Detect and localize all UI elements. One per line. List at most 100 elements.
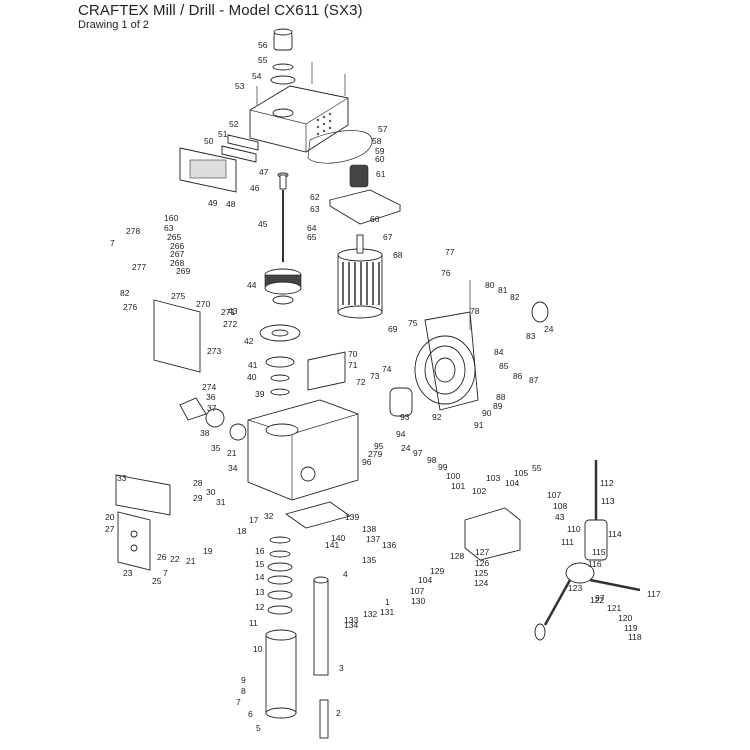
part-number-label: 21 [227, 448, 237, 458]
part-number-label: 110 [567, 524, 581, 534]
part-number-label: 75 [408, 318, 418, 328]
part-number-label: 108 [553, 501, 567, 511]
part-number-label: 278 [126, 226, 140, 236]
part-number-label: 135 [362, 555, 376, 565]
part-number-label: 24 [401, 443, 411, 453]
part-number-label: 4 [343, 569, 348, 579]
part-number-label: 276 [123, 302, 137, 312]
part-number-label: 46 [250, 183, 260, 193]
part-number-label: 55 [532, 463, 542, 473]
part-number-label: 115 [592, 547, 606, 557]
part-number-label: 274 [202, 382, 216, 392]
part-number-label: 120 [618, 613, 632, 623]
part-number-label: 41 [248, 360, 258, 370]
part-number-label: 86 [513, 371, 523, 381]
part-number-label: 18 [237, 526, 247, 536]
part-number-label: 43 [555, 512, 565, 522]
part-number-label: 273 [207, 346, 221, 356]
part-number-label: 117 [647, 589, 661, 599]
part-number-label: 70 [348, 349, 358, 359]
electrical-box [115, 299, 201, 571]
part-number-label: 48 [226, 199, 236, 209]
part-number-label: 43 [228, 306, 238, 316]
part-number-label: 5 [256, 723, 261, 733]
part-number-label: 58 [372, 136, 382, 146]
part-number-label: 136 [382, 540, 396, 550]
part-number-label: 55 [258, 55, 268, 65]
part-number-label: 3 [339, 663, 344, 673]
part-number-label: 90 [482, 408, 492, 418]
part-number-label: 39 [255, 389, 265, 399]
part-number-label: 11 [249, 618, 258, 628]
part-number-label: 94 [396, 429, 406, 439]
part-number-label: 38 [200, 428, 210, 438]
part-number-label: 15 [255, 559, 265, 569]
part-number-label: 104 [505, 478, 519, 488]
part-number-label: 27 [105, 524, 115, 534]
part-number-label: 61 [376, 169, 386, 179]
part-number-label: 14 [255, 572, 265, 582]
part-number-label: 270 [196, 299, 210, 309]
part-number-label: 81 [498, 285, 508, 295]
part-number-label: 63 [310, 204, 320, 214]
part-number-label: 267 [170, 249, 184, 259]
part-number-label: 1 [385, 597, 390, 607]
part-number-label: 268 [170, 258, 184, 268]
part-number-label: 95 [374, 441, 384, 451]
part-number-label: 269 [176, 266, 190, 276]
part-number-label: 272 [223, 319, 237, 329]
feed-box-assembly [464, 460, 641, 641]
part-number-label: 140 [331, 533, 345, 543]
part-number-label: 123 [568, 583, 582, 593]
part-number-label: 51 [218, 129, 228, 139]
part-number-label: 21 [186, 556, 196, 566]
part-number-label: 103 [486, 473, 500, 483]
part-number-label: 160 [164, 213, 178, 223]
part-number-label: 54 [252, 71, 262, 81]
part-number-label: 37 [207, 403, 217, 413]
part-number-label: 34 [228, 463, 238, 473]
part-number-label: 277 [132, 262, 146, 272]
part-number-label: 76 [441, 268, 451, 278]
part-number-label: 126 [475, 558, 489, 568]
part-number-label: 66 [370, 214, 380, 224]
part-number-label: 10 [253, 644, 263, 654]
part-number-label: 7 [163, 568, 168, 578]
part-number-label: 84 [494, 347, 504, 357]
part-number-label: 279 [368, 449, 382, 459]
fine-feed-assembly [389, 280, 549, 417]
part-number-label: 111 [561, 537, 574, 547]
spindle-pulley [259, 268, 302, 396]
part-number-label: 124 [474, 578, 488, 588]
page-subtitle: Drawing 1 of 2 [78, 19, 149, 31]
part-number-label: 134 [344, 620, 358, 630]
part-number-label: 8 [241, 686, 246, 696]
part-number-label: 266 [170, 241, 184, 251]
part-number-label: 100 [446, 471, 460, 481]
part-number-label: 2 [336, 708, 341, 718]
part-number-label: 93 [400, 412, 410, 422]
part-number-label: 83 [526, 331, 536, 341]
part-number-label: 53 [235, 81, 245, 91]
part-number-label: 97 [413, 448, 423, 458]
part-number-label: 80 [485, 280, 495, 290]
part-number-label: 71 [348, 360, 358, 370]
part-number-label: 44 [247, 280, 257, 290]
part-number-label: 69 [388, 324, 398, 334]
part-number-label: 35 [211, 443, 221, 453]
quill-spindle-column [265, 536, 329, 739]
part-number-label: 36 [206, 392, 216, 402]
part-number-label: 77 [445, 247, 455, 257]
part-number-label: 16 [255, 546, 265, 556]
part-number-label: 26 [157, 552, 167, 562]
part-number-label: 87 [529, 375, 539, 385]
part-number-label: 57 [378, 124, 388, 134]
part-number-label: 12 [255, 602, 265, 612]
part-number-label: 116 [588, 559, 602, 569]
part-number-label: 138 [362, 524, 376, 534]
part-number-label: 30 [206, 487, 216, 497]
part-number-label: 121 [607, 603, 621, 613]
part-number-label: 131 [380, 607, 394, 617]
part-number-label: 68 [393, 250, 403, 260]
